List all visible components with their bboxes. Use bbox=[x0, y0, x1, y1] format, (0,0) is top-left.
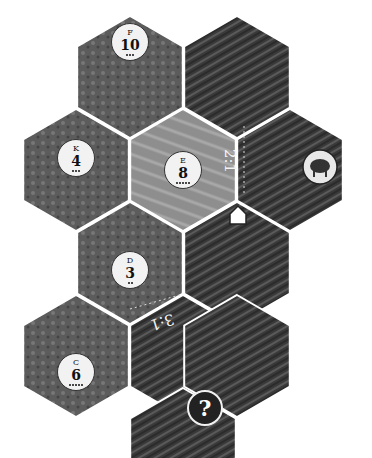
harbor-edge bbox=[244, 126, 245, 196]
probability-dots bbox=[176, 182, 190, 184]
token-number: 6 bbox=[71, 368, 81, 382]
number-token: F10 bbox=[111, 23, 149, 61]
settlement-icon bbox=[230, 206, 246, 224]
harbor-edge bbox=[130, 294, 183, 309]
token-letter: C bbox=[73, 359, 79, 367]
token-letter: D bbox=[127, 257, 133, 265]
sheep-icon bbox=[310, 159, 330, 173]
harbor-icon bbox=[303, 150, 337, 184]
probability-dots bbox=[128, 282, 133, 284]
token-letter: E bbox=[180, 157, 186, 165]
token-number: 10 bbox=[120, 38, 139, 52]
probability-dots bbox=[72, 170, 80, 172]
harbor-ratio: 2:1 bbox=[221, 149, 239, 173]
probability-dots bbox=[126, 54, 134, 56]
number-token: E8 bbox=[164, 151, 202, 189]
token-number: 4 bbox=[71, 154, 81, 168]
harbor-token: ? bbox=[187, 390, 223, 426]
token-number: 3 bbox=[125, 266, 135, 280]
number-token: K4 bbox=[57, 139, 95, 177]
hex-tile bbox=[23, 295, 129, 417]
token-letter: F bbox=[127, 29, 133, 37]
number-token: D3 bbox=[111, 251, 149, 289]
number-token: C6 bbox=[57, 353, 95, 391]
hex-tile bbox=[130, 388, 236, 458]
probability-dots bbox=[69, 384, 83, 386]
token-number: 8 bbox=[178, 166, 188, 180]
harbor-mark: ? bbox=[199, 397, 212, 419]
token-letter: K bbox=[73, 145, 79, 153]
